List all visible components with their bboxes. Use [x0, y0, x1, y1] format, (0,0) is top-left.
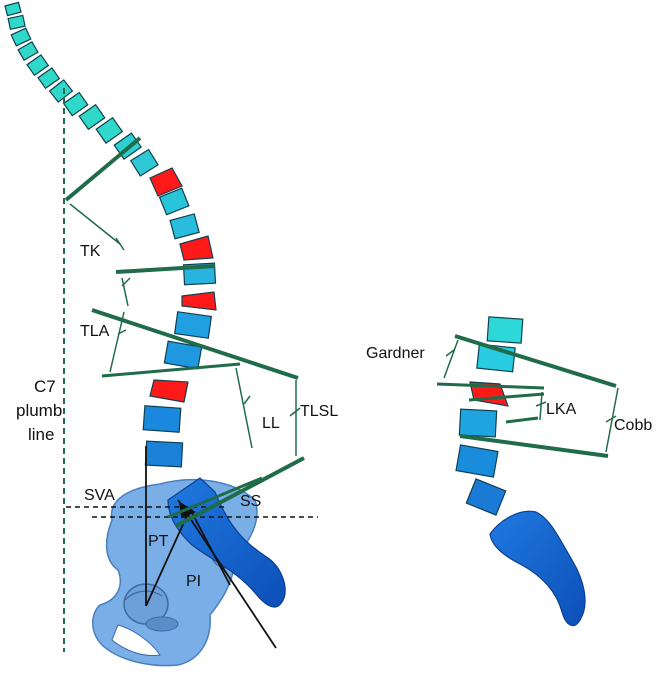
pelvic-angle-lines — [145, 446, 277, 649]
highlight-vertebra-4 — [149, 379, 189, 403]
label-ss: SS — [240, 493, 261, 510]
sacrum-right — [489, 510, 586, 627]
label-tla: TLA — [80, 323, 110, 340]
label-c7-line1: C7 — [34, 377, 56, 396]
label-tk: TK — [80, 243, 101, 260]
label-c7-line2: plumb — [16, 401, 62, 420]
label-c7-line3: line — [28, 425, 54, 444]
label-tlsl: TLSL — [300, 403, 338, 420]
vertebral-column-left — [4, 1, 217, 468]
highlight-vertebra-2 — [179, 235, 214, 261]
green-angle-lines-right — [436, 334, 619, 458]
label-pi: PI — [186, 573, 201, 590]
highlight-vertebra-3 — [181, 291, 217, 311]
highlight-vertebra-1 — [149, 167, 183, 197]
label-pt: PT — [148, 533, 169, 550]
sacrum-left — [167, 477, 286, 608]
label-lka: LKA — [546, 401, 577, 418]
label-cobb: Cobb — [614, 417, 652, 434]
label-sva: SVA — [84, 487, 115, 504]
label-gardner: Gardner — [366, 345, 425, 362]
label-ll: LL — [262, 415, 280, 432]
green-angle-lines-left — [64, 136, 305, 528]
vertebral-column-right — [455, 316, 524, 516]
